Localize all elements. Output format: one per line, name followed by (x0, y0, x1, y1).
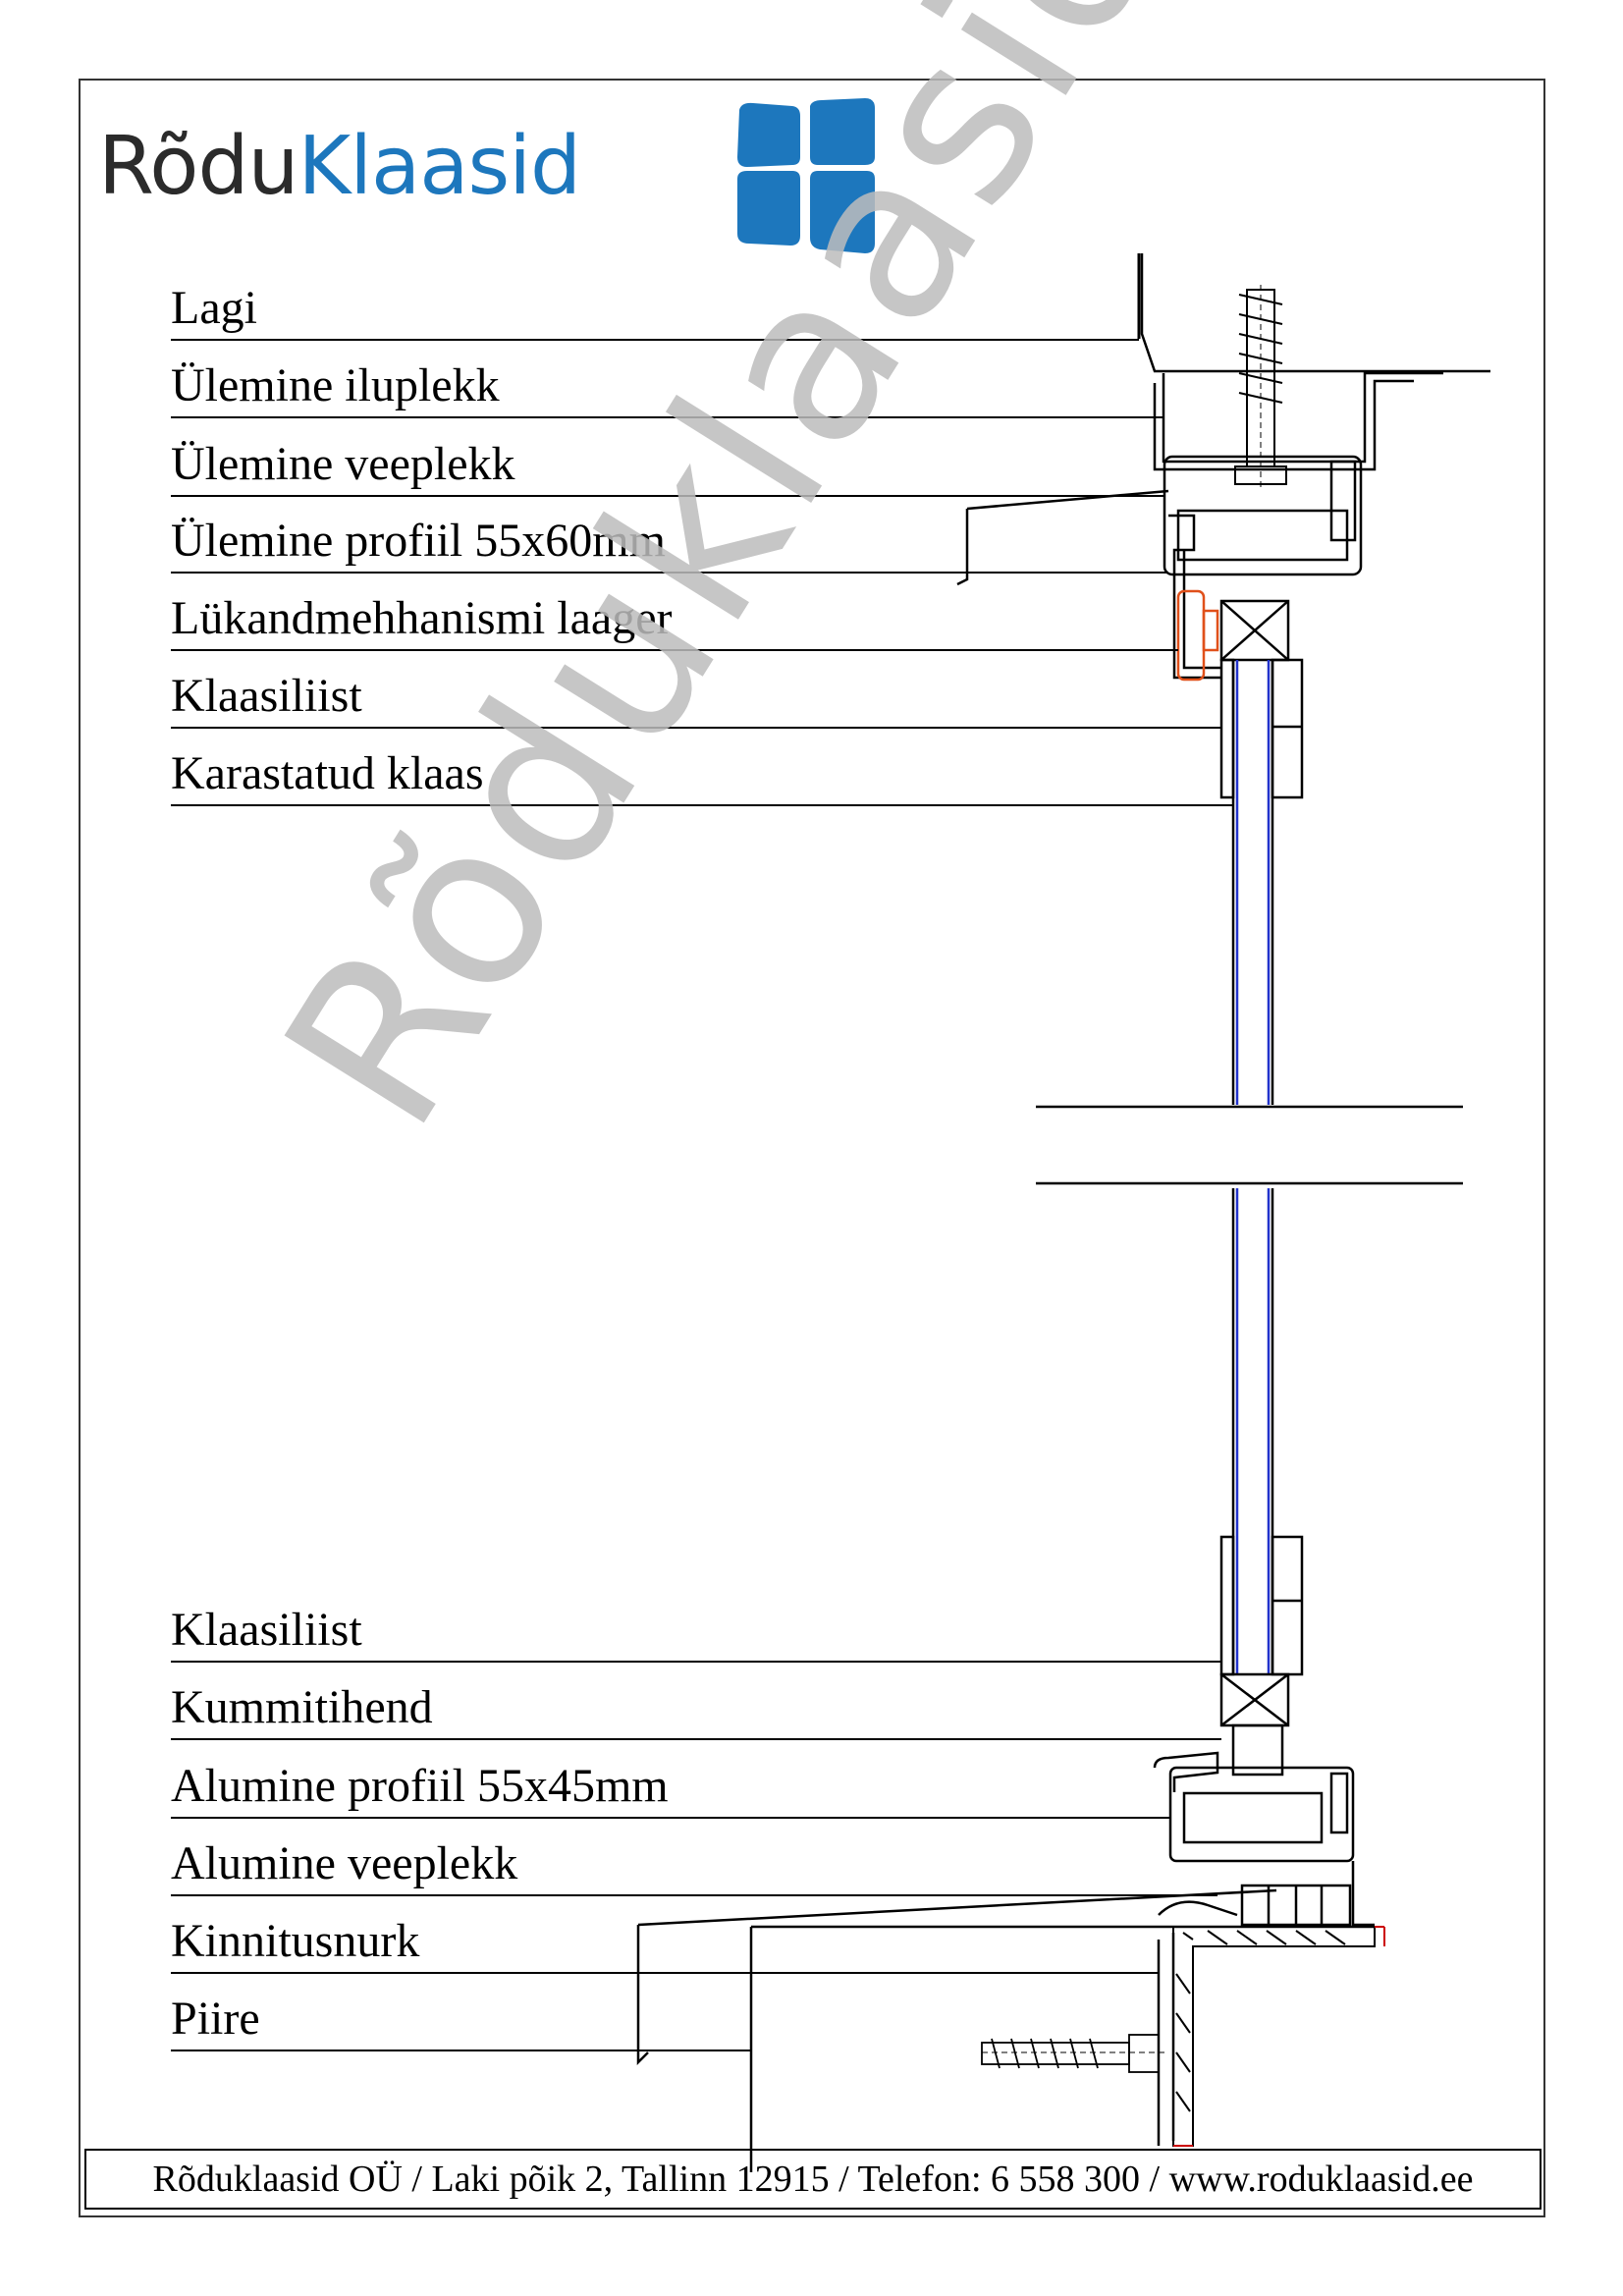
company-logo: RõduKlaasid (98, 98, 884, 265)
logo-wordmark: RõduKlaasid (98, 120, 581, 213)
label-bottom-glass-bead: Klaasiliist (171, 1604, 362, 1656)
component-labels: Lagi Ülemine iluplekk Ülemine veeplekk Ü… (171, 0, 1447, 2296)
bottom-profile (1153, 1723, 1355, 1863)
label-top-water-flashing: Ülemine veeplekk (171, 438, 515, 490)
bottom-fixing-screw (981, 2034, 1168, 2073)
label-top-glass-bead: Klaasiliist (171, 670, 362, 722)
top-anchor-bolt (1234, 285, 1287, 491)
label-sliding-bearing: Lükandmehhanismi laager (171, 592, 673, 644)
top-profile (1163, 455, 1363, 680)
break-lines (1036, 1105, 1463, 1185)
ceiling-section (1137, 253, 1490, 373)
logo-window-icon (737, 98, 875, 253)
footer-contact: Rõduklaasid OÜ / Laki põik 2, Tallinn 12… (84, 2149, 1542, 2210)
label-top-profile: Ülemine profiil 55x60mm (171, 515, 666, 567)
logo-text-blue: Klaasid (298, 120, 581, 213)
label-bottom-water-flashing: Alumine veeplekk (171, 1837, 518, 1889)
top-water-flashing (956, 489, 1169, 586)
label-bottom-profile: Alumine profiil 55x45mm (171, 1760, 669, 1812)
label-tempered-glass: Karastatud klaas (171, 747, 484, 799)
label-top-trim: Ülemine iluplekk (171, 359, 500, 411)
sliding-bearing (1176, 589, 1219, 682)
top-trim-flashing (1153, 371, 1443, 471)
top-leader-lines (171, 339, 1233, 806)
label-railing: Piire (171, 1993, 260, 2045)
bottom-leader-lines (171, 1661, 1221, 2051)
label-rubber-seal: Kummitihend (171, 1681, 433, 1733)
page-border (79, 79, 1545, 2217)
label-fixing-angle: Kinnitusnurk (171, 1915, 420, 1967)
label-ceiling: Lagi (171, 282, 257, 334)
tempered-glass (1231, 660, 1274, 1674)
railing-section (1172, 1926, 1385, 2147)
logo-text-dark: Rõdu (98, 120, 298, 213)
